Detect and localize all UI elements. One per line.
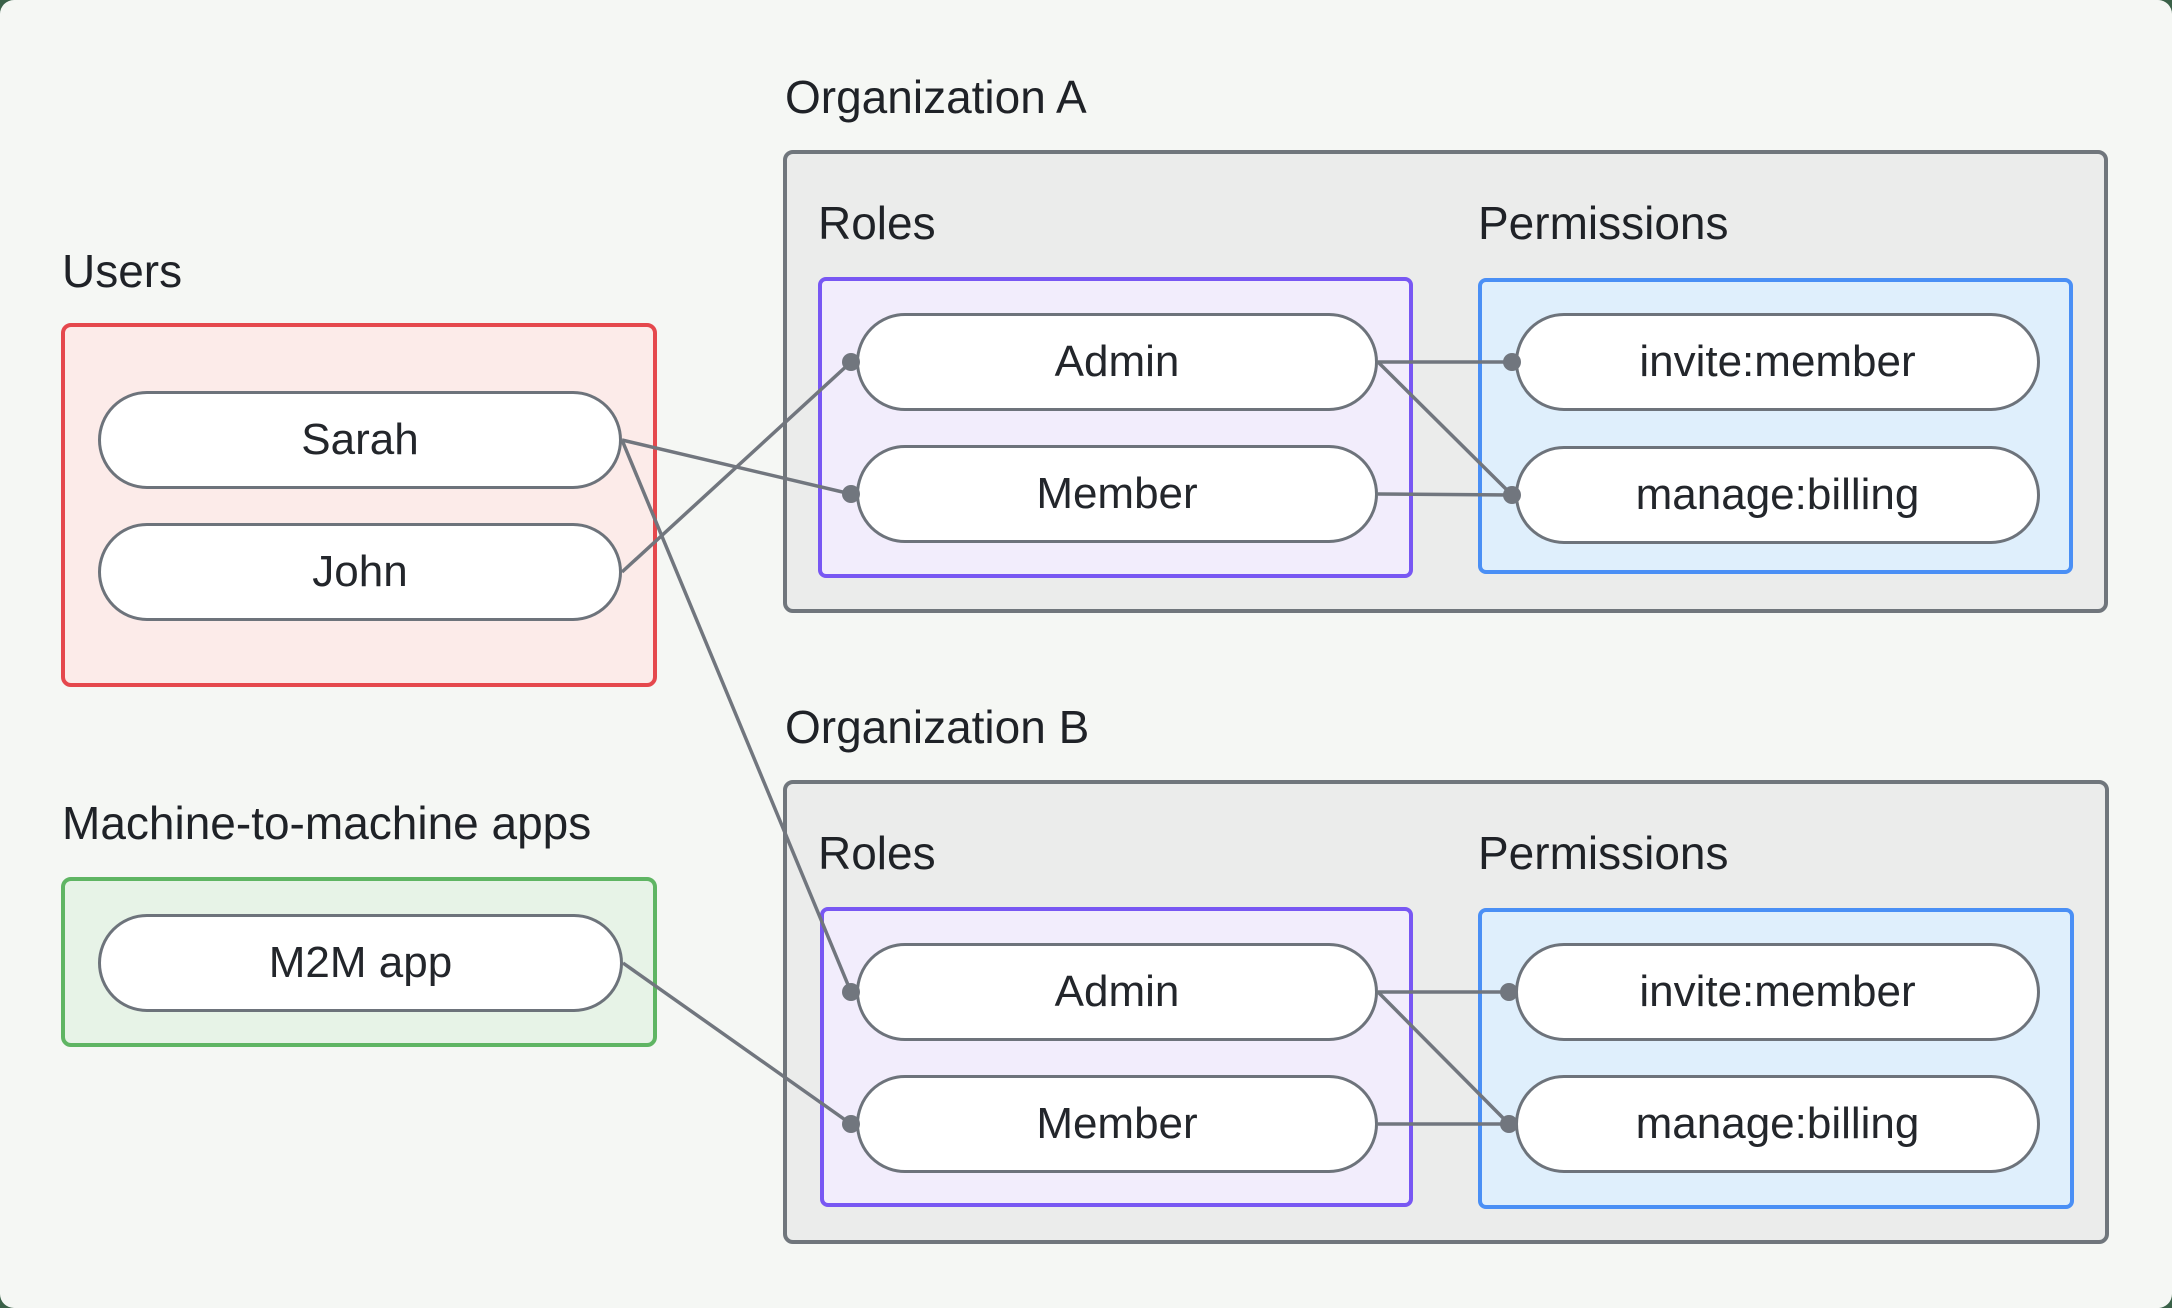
org-a-role-admin: Admin <box>856 313 1378 411</box>
org-b-perm-invite-member-label: invite:member <box>1639 967 1916 1016</box>
org-b-permissions-label: Permissions <box>1478 827 1729 879</box>
org-b-role-admin: Admin <box>856 943 1378 1041</box>
org-b-perm-invite-member: invite:member <box>1515 943 2040 1041</box>
m2m-label: Machine-to-machine apps <box>62 797 592 849</box>
org-a-role-member-label: Member <box>1036 469 1198 518</box>
user-node-sarah: Sarah <box>98 391 622 489</box>
m2m-node-app-label: M2M app <box>268 938 453 987</box>
org-a-permissions-label: Permissions <box>1478 197 1729 249</box>
org-a-role-admin-label: Admin <box>1054 337 1180 386</box>
org-a-perm-invite-member-label: invite:member <box>1639 337 1916 386</box>
user-node-john: John <box>98 523 622 621</box>
m2m-node-app: M2M app <box>98 914 623 1012</box>
org-a-roles-label: Roles <box>818 197 936 249</box>
users-group-box <box>61 323 657 687</box>
user-node-john-label: John <box>312 547 408 596</box>
users-label: Users <box>62 245 183 297</box>
org-a-perm-manage-billing-label: manage:billing <box>1635 470 1920 519</box>
org-b-role-member-label: Member <box>1036 1099 1198 1148</box>
user-node-sarah-label: Sarah <box>301 415 419 464</box>
org-a-perm-invite-member: invite:member <box>1515 313 2040 411</box>
org-a-perm-manage-billing: manage:billing <box>1515 446 2040 544</box>
org-b-role-admin-label: Admin <box>1054 967 1180 1016</box>
org-a-title: Organization A <box>785 71 1087 123</box>
org-b-perm-manage-billing: manage:billing <box>1515 1075 2040 1173</box>
org-b-title: Organization B <box>785 701 1090 753</box>
org-b-roles-label: Roles <box>818 827 936 879</box>
org-b-role-member: Member <box>856 1075 1378 1173</box>
org-b-perm-manage-billing-label: manage:billing <box>1635 1099 1920 1148</box>
org-a-role-member: Member <box>856 445 1378 543</box>
